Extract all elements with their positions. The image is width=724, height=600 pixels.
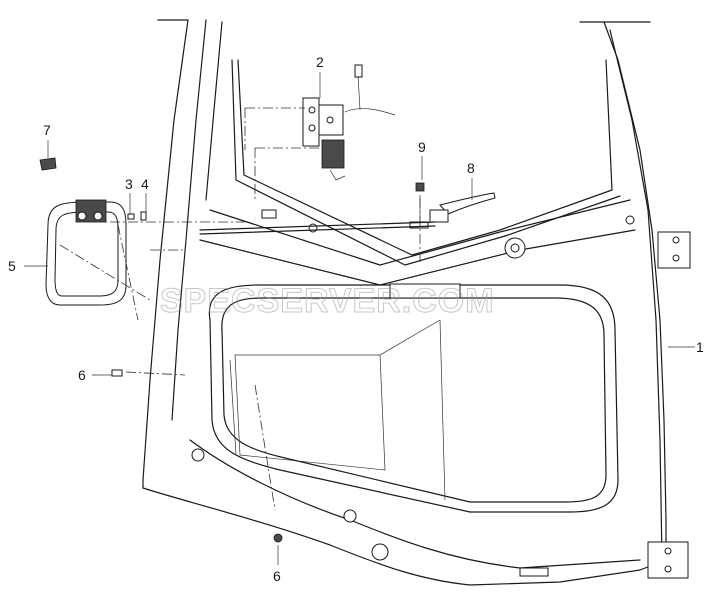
fasteners bbox=[111, 209, 635, 577]
outer-handle bbox=[39, 157, 127, 306]
door-shell bbox=[142, 19, 667, 586]
callout-8: 8 bbox=[467, 160, 475, 176]
callout-4: 4 bbox=[141, 176, 149, 192]
callout-5: 5 bbox=[8, 258, 16, 274]
callout-6-lower: 6 bbox=[273, 568, 281, 584]
callout-7: 7 bbox=[43, 122, 51, 138]
callout-1: 1 bbox=[696, 339, 704, 355]
leader-lines bbox=[24, 72, 695, 565]
callout-6-upper: 6 bbox=[78, 367, 86, 383]
assembly-lines bbox=[59, 107, 436, 511]
callout-9: 9 bbox=[418, 139, 426, 155]
hinges bbox=[647, 231, 691, 579]
callout-3: 3 bbox=[125, 176, 133, 192]
watermark-text: SPECSERVER.COM bbox=[160, 282, 495, 320]
callout-2: 2 bbox=[316, 54, 324, 70]
inner-handle bbox=[409, 182, 496, 229]
inner-panel-openings bbox=[208, 284, 619, 513]
callout-labels: 1 2 3 4 5 6 6 7 8 9 bbox=[8, 54, 704, 584]
latch-assembly bbox=[302, 64, 396, 181]
